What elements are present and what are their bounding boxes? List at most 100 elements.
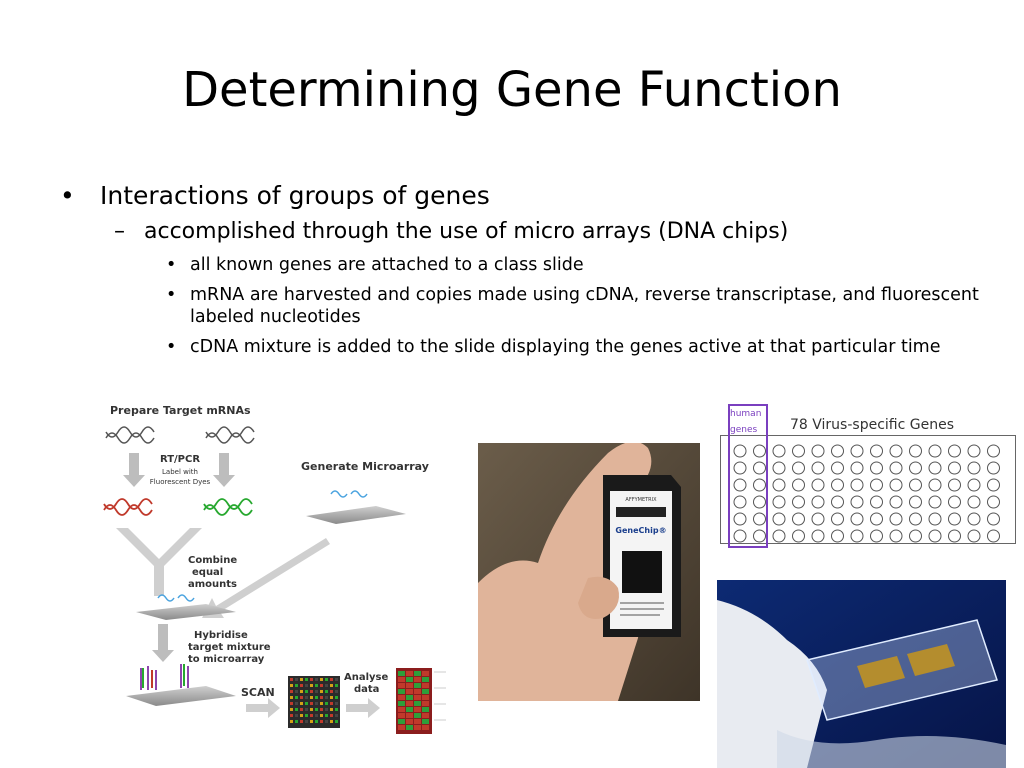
scan-spot [335, 690, 338, 693]
scan-spot [315, 720, 318, 723]
heatmap-cell [398, 695, 405, 700]
scan-spot [330, 708, 333, 711]
heatmap-cell [422, 719, 429, 724]
scan-spots [290, 678, 338, 723]
gene-spot [870, 495, 883, 509]
gene-spot [811, 495, 825, 509]
gene-spot [772, 444, 786, 458]
scan-spot [295, 720, 298, 723]
gene-spot [753, 529, 766, 543]
bullet-text: mRNA are harvested and copies made using… [190, 285, 979, 327]
cluster-lines [434, 671, 446, 721]
scan-spot [315, 690, 318, 693]
scan-spot [325, 720, 328, 723]
heatmap-cell [406, 713, 413, 718]
scan-spot [315, 702, 318, 705]
scan-spot [295, 678, 298, 681]
scan-spot [315, 678, 318, 681]
gene-spot [733, 444, 747, 458]
heatmap-cell [414, 713, 421, 718]
scan-spot [290, 720, 293, 723]
scan-spot [295, 684, 298, 687]
scan-spot [320, 720, 323, 723]
heatmap-cell [398, 683, 405, 688]
scan-spot [330, 720, 333, 723]
gene-spot [870, 444, 883, 458]
bullet-text: accomplished through the use of micro ar… [144, 219, 789, 244]
gene-spot [850, 529, 864, 543]
heatmap-cell [422, 683, 429, 688]
gene-spot [909, 478, 922, 492]
genechip-photo: AFFYMETRIX GeneChip® [478, 443, 700, 701]
gene-spot [850, 478, 864, 492]
heatmap-cell [414, 677, 421, 682]
bullet-marker: • [166, 255, 177, 275]
heatmap-cell [406, 719, 413, 724]
scan-spot [295, 708, 298, 711]
microarray-slide-icon [306, 490, 406, 524]
scan-spot [335, 684, 338, 687]
gene-spot [948, 444, 961, 458]
gene-spot [753, 495, 766, 509]
scan-spot [300, 678, 303, 681]
scan-spot [310, 720, 313, 723]
heatmap-cell [398, 719, 405, 724]
human-genes-label: human [730, 409, 761, 419]
scan-spot [290, 702, 293, 705]
hybridised-slide-icon [126, 664, 236, 706]
bullet-marker: • [60, 181, 75, 210]
gene-spot [987, 495, 1000, 509]
scan-spot [305, 684, 308, 687]
scan-spot [290, 684, 293, 687]
heatmap-cell [406, 701, 413, 706]
scan-spot [315, 714, 318, 717]
gene-spot [772, 461, 786, 475]
gene-spot [831, 529, 844, 543]
gene-spot [870, 529, 883, 543]
gene-spot [889, 444, 903, 458]
gene-spot [967, 444, 981, 458]
chip-brand: AFFYMETRIX [625, 497, 657, 503]
gene-spot [792, 512, 805, 526]
scan-spot [310, 696, 313, 699]
scan-spot [300, 690, 303, 693]
scan-spot [335, 696, 338, 699]
heatmap-cell [398, 707, 405, 712]
diagram-label-rtpcr: RT/PCR [160, 454, 200, 465]
gene-spot [811, 461, 825, 475]
heatmap-cell [422, 725, 429, 730]
gene-spot [889, 495, 903, 509]
combine-arrow-icon [116, 528, 330, 618]
down-arrow-icon [152, 624, 174, 662]
heatmap-cell [414, 725, 421, 730]
gene-spot [792, 444, 805, 458]
bullet-marker: • [166, 337, 177, 357]
gene-spot [967, 495, 981, 509]
gene-spot [772, 495, 786, 509]
scan-spot [310, 678, 313, 681]
scan-spot [320, 708, 323, 711]
bullet-marker: • [166, 285, 177, 305]
gene-spot [772, 529, 786, 543]
heatmap-cell [422, 701, 429, 706]
scan-spot [300, 720, 303, 723]
diagram-label-amounts: amounts [188, 579, 237, 590]
scan-spot [300, 684, 303, 687]
gene-spot [811, 444, 825, 458]
diagram-label-equal: equal [192, 567, 223, 578]
diagram-label-analyse: Analyse [344, 672, 389, 683]
scan-spot [325, 708, 328, 711]
gene-spot [928, 461, 942, 475]
mrna-strand-icon [105, 426, 255, 444]
virus-genes-title: 78 Virus-specific Genes [790, 417, 954, 433]
scan-spot [290, 678, 293, 681]
gene-spot [850, 495, 864, 509]
heatmap-cell [414, 695, 421, 700]
scan-spot [335, 720, 338, 723]
diagram-label-dyes: Fluorescent Dyes [150, 478, 211, 486]
scan-spot [320, 702, 323, 705]
scan-spot [320, 678, 323, 681]
scan-spot [320, 690, 323, 693]
scan-spot [330, 684, 333, 687]
heatmap-cell [406, 689, 413, 694]
